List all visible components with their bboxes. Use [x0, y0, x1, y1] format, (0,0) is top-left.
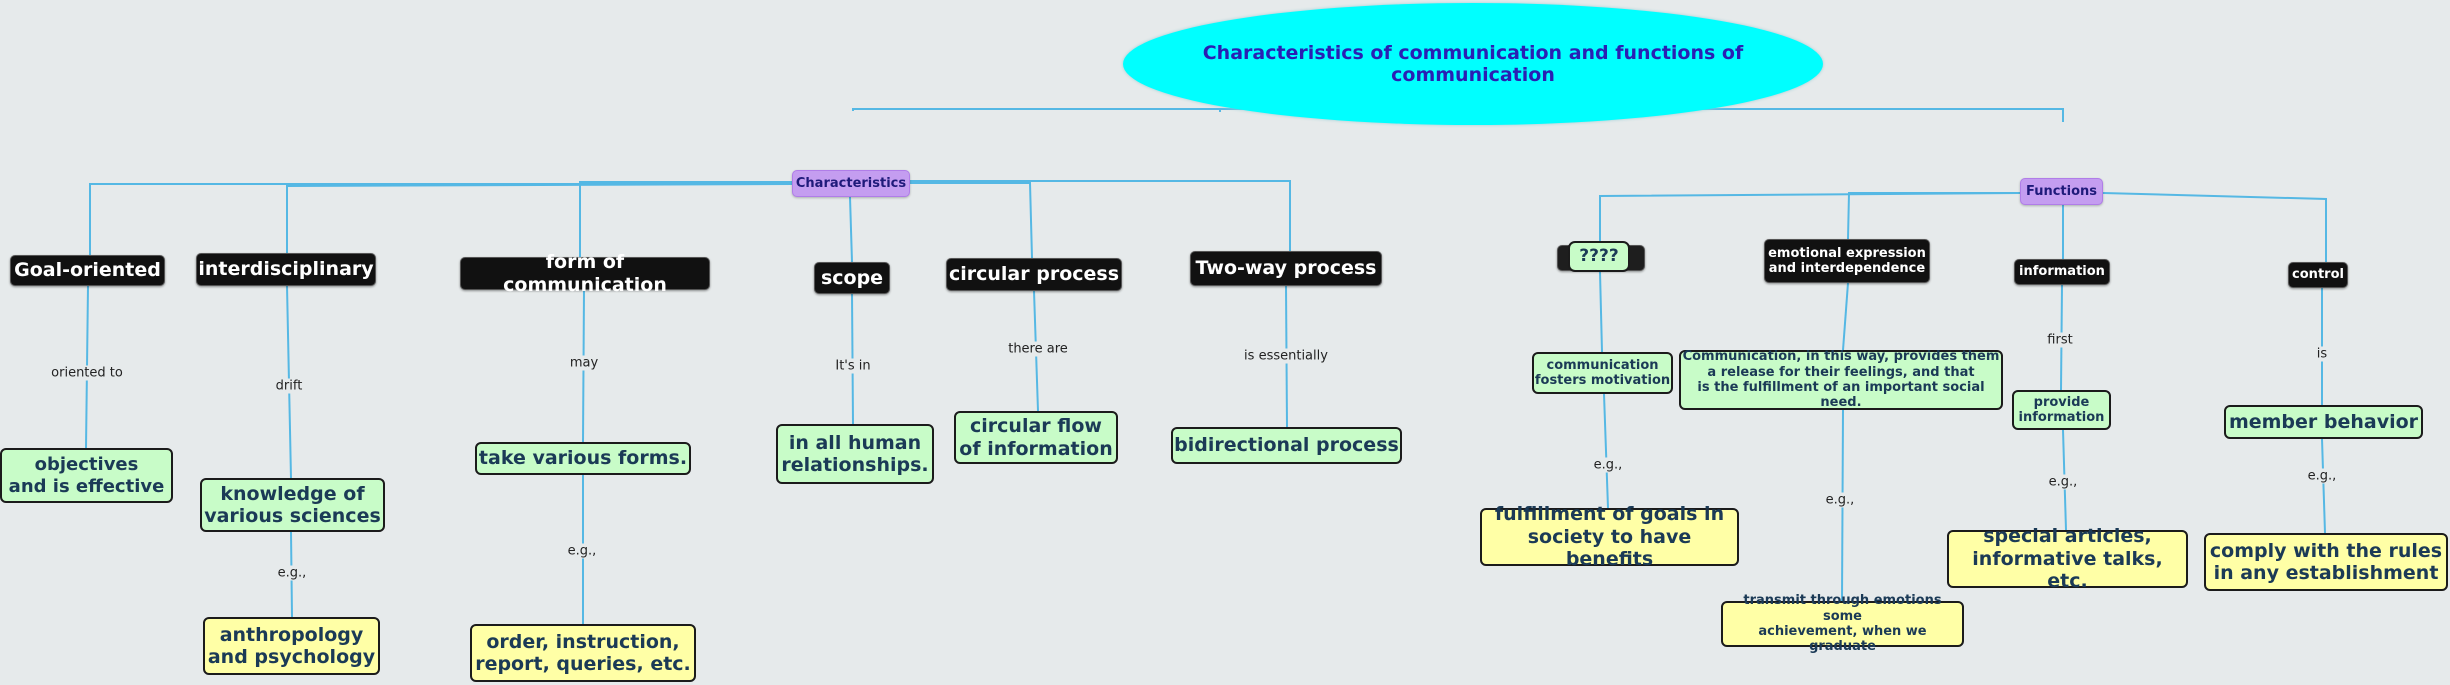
- leaf-member-behavior[interactable]: member behavior: [2224, 405, 2423, 439]
- link-label-eg: e.g.,: [275, 565, 309, 581]
- connector-line: [1603, 393, 1609, 509]
- connector-line: [910, 182, 1033, 259]
- connector-line: [1842, 282, 1849, 351]
- connector-line: [1599, 192, 2021, 241]
- example-transmit-through-emotions[interactable]: transmit through emotions some achieveme…: [1721, 593, 1964, 654]
- category-control[interactable]: control: [2288, 262, 2348, 288]
- category-unknown[interactable]: ????: [1568, 241, 1630, 272]
- link-label-eg: e.g.,: [565, 543, 599, 559]
- connector-line: [1599, 271, 1603, 353]
- category-information[interactable]: information: [2014, 259, 2110, 285]
- category-two-way-process[interactable]: Two-way process: [1190, 251, 1382, 286]
- link-label-there-are: there are: [1006, 341, 1070, 357]
- example-anthropology-and-psychology[interactable]: anthropology and psychology: [203, 617, 380, 675]
- connector-line: [910, 180, 1291, 251]
- link-label-its-in: It's in: [833, 358, 873, 374]
- category-emotional-expression[interactable]: emotional expression and interdependence: [1764, 239, 1930, 283]
- connector-line: [849, 196, 853, 263]
- link-label-eg: e.g.,: [2046, 474, 2080, 490]
- link-label-may: may: [567, 355, 601, 371]
- leaf-objectives[interactable]: objectives and is effective: [0, 448, 173, 503]
- example-comply-with-rules[interactable]: comply with the rules in any establishme…: [2204, 533, 2448, 591]
- leaf-bidirectional-process[interactable]: bidirectional process: [1171, 427, 1402, 464]
- connector-line: [579, 181, 792, 257]
- category-circular-process[interactable]: circular process: [946, 258, 1122, 291]
- link-label-oriented-to: oriented to: [49, 365, 125, 381]
- leaf-knowledge-of-various-sciences[interactable]: knowledge of various sciences: [200, 478, 385, 532]
- connector-line: [2102, 192, 2327, 262]
- connector-line: [89, 183, 792, 255]
- leaf-take-various-forms[interactable]: take various forms.: [475, 442, 691, 475]
- link-label-eg: e.g.,: [1823, 492, 1857, 508]
- category-form-of-communication[interactable]: form of communication: [460, 251, 710, 296]
- leaf-provide-information[interactable]: provide information: [2012, 390, 2111, 430]
- leaf-in-all-human-relationships[interactable]: in all human relationships.: [776, 424, 934, 484]
- connector-line: [286, 183, 793, 253]
- connector-line: [1847, 192, 2020, 240]
- example-special-articles[interactable]: special articles, informative talks, etc…: [1947, 525, 2188, 592]
- link-label-eg: e.g.,: [1591, 457, 1625, 473]
- example-order-instruction-report[interactable]: order, instruction, report, queries, etc…: [470, 624, 696, 682]
- leaf-communication-fosters-motivation[interactable]: communication fosters motivation: [1532, 352, 1673, 394]
- link-label-eg: e.g.,: [2305, 468, 2339, 484]
- connector-line: [2321, 438, 2326, 534]
- link-label-is: is: [2314, 346, 2330, 362]
- link-label-drift: drift: [273, 378, 305, 394]
- category-goal-oriented[interactable]: Goal-oriented: [10, 255, 165, 286]
- characteristics-hub[interactable]: Characteristics: [792, 170, 910, 197]
- map-title[interactable]: Characteristics of communication and fun…: [1123, 3, 1823, 125]
- link-label-is-essentially: is essentially: [1242, 348, 1330, 364]
- category-scope[interactable]: scope: [814, 262, 890, 294]
- example-fulfillment-of-goals[interactable]: fulfillment of goals in society to have …: [1480, 503, 1739, 570]
- category-interdisciplinary[interactable]: interdisciplinary: [196, 253, 376, 286]
- link-label-first: first: [2045, 332, 2075, 348]
- leaf-circular-flow-of-information[interactable]: circular flow of information: [954, 411, 1118, 464]
- leaf-release-for-feelings[interactable]: Communication, in this way, provides the…: [1679, 349, 2003, 410]
- functions-hub[interactable]: Functions: [2020, 178, 2103, 205]
